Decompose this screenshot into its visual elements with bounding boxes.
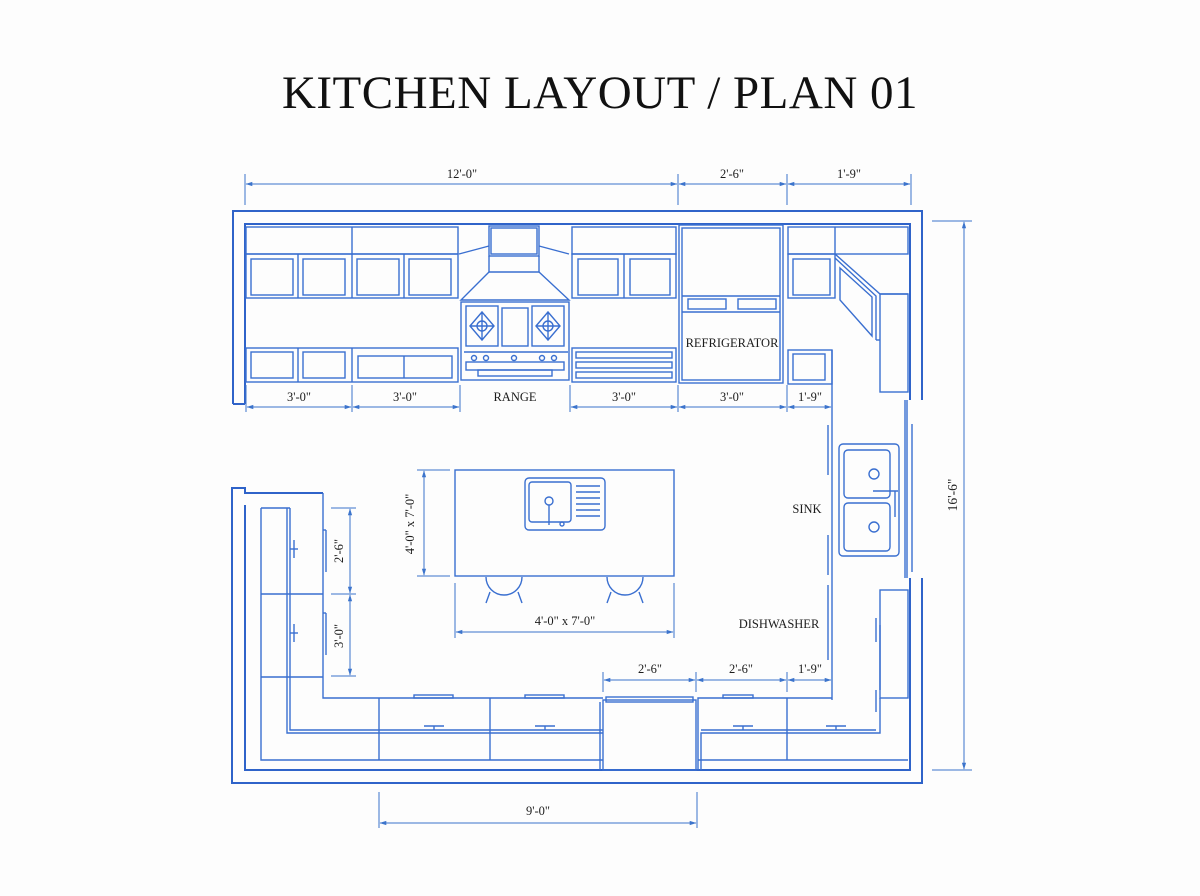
dim-top-12ft: 12'-0" [447, 167, 477, 181]
island-dim-horizontal: 4'-0" x 7'-0" [535, 614, 596, 628]
left-run-dimensions: 2'-6" 3'-0" [331, 507, 356, 677]
bottom-run-dimensions: 2'-6" 2'-6" 1'-9" [602, 662, 833, 692]
bottom-right-cabinets [697, 694, 908, 770]
dim-upper-2: 3'-0" [393, 390, 417, 404]
refrigerator-label: REFRIGERATOR [686, 336, 780, 350]
refrigerator [678, 224, 784, 384]
dishwasher-bottom [602, 696, 697, 771]
dim-left-2ft6: 2'-6" [332, 539, 346, 563]
dim-right-overall: 16'-6" [945, 479, 960, 512]
dim-left-3ft: 3'-0" [332, 624, 346, 648]
range-hood [458, 225, 571, 301]
right-counter-run [827, 350, 909, 712]
island-dim-vertical: 4'-0" x 7'-0" [403, 494, 417, 555]
bottom-counter-run [378, 694, 601, 770]
dim-bottom-1: 2'-6" [638, 662, 662, 676]
double-sink-icon [838, 443, 900, 557]
range-cooktop [460, 301, 570, 381]
dishwasher-label: DISHWASHER [739, 617, 820, 631]
burner-right-icon [535, 310, 561, 342]
kitchen-island [454, 469, 675, 577]
upper-cabinets-corner [787, 226, 909, 393]
sink-label: SINK [792, 502, 821, 516]
dim-upper-6: 1'-9" [798, 390, 822, 404]
upper-cabinets-mid [571, 226, 677, 299]
range-label: RANGE [493, 390, 536, 404]
dim-top-2ft6: 2'-6" [720, 167, 744, 181]
left-counter-run [260, 493, 603, 761]
bottom-overall-dimension: 9'-0" [378, 792, 698, 828]
bar-stool-left-icon [485, 576, 523, 604]
dim-bottom-2: 2'-6" [729, 662, 753, 676]
dim-top-1ft9: 1'-9" [837, 167, 861, 181]
base-cabinets-top-run [245, 347, 833, 385]
dim-upper-4: 3'-0" [612, 390, 636, 404]
dim-bottom-overall: 9'-0" [526, 804, 550, 818]
dim-upper-5: 3'-0" [720, 390, 744, 404]
dim-bottom-3: 1'-9" [798, 662, 822, 676]
island-dimensions: 4'-0" x 7'-0" 4'-0" x 7'-0" [403, 469, 675, 638]
right-overall-dimension: 16'-6" [932, 220, 972, 771]
bar-stool-right-icon [606, 576, 644, 604]
upper-run-dimension-chain: 3'-0" 3'-0" RANGE 3'-0" 3'-0" 1'-9" [245, 385, 833, 412]
dim-upper-1: 3'-0" [287, 390, 311, 404]
drawing-title: KITCHEN LAYOUT / PLAN 01 [281, 67, 919, 119]
walls [231, 210, 923, 784]
top-dimension-chain: 12'-0" 2'-6" 1'-9" [244, 167, 912, 205]
burner-left-icon [469, 310, 495, 342]
upper-cabinets-left [245, 226, 459, 299]
